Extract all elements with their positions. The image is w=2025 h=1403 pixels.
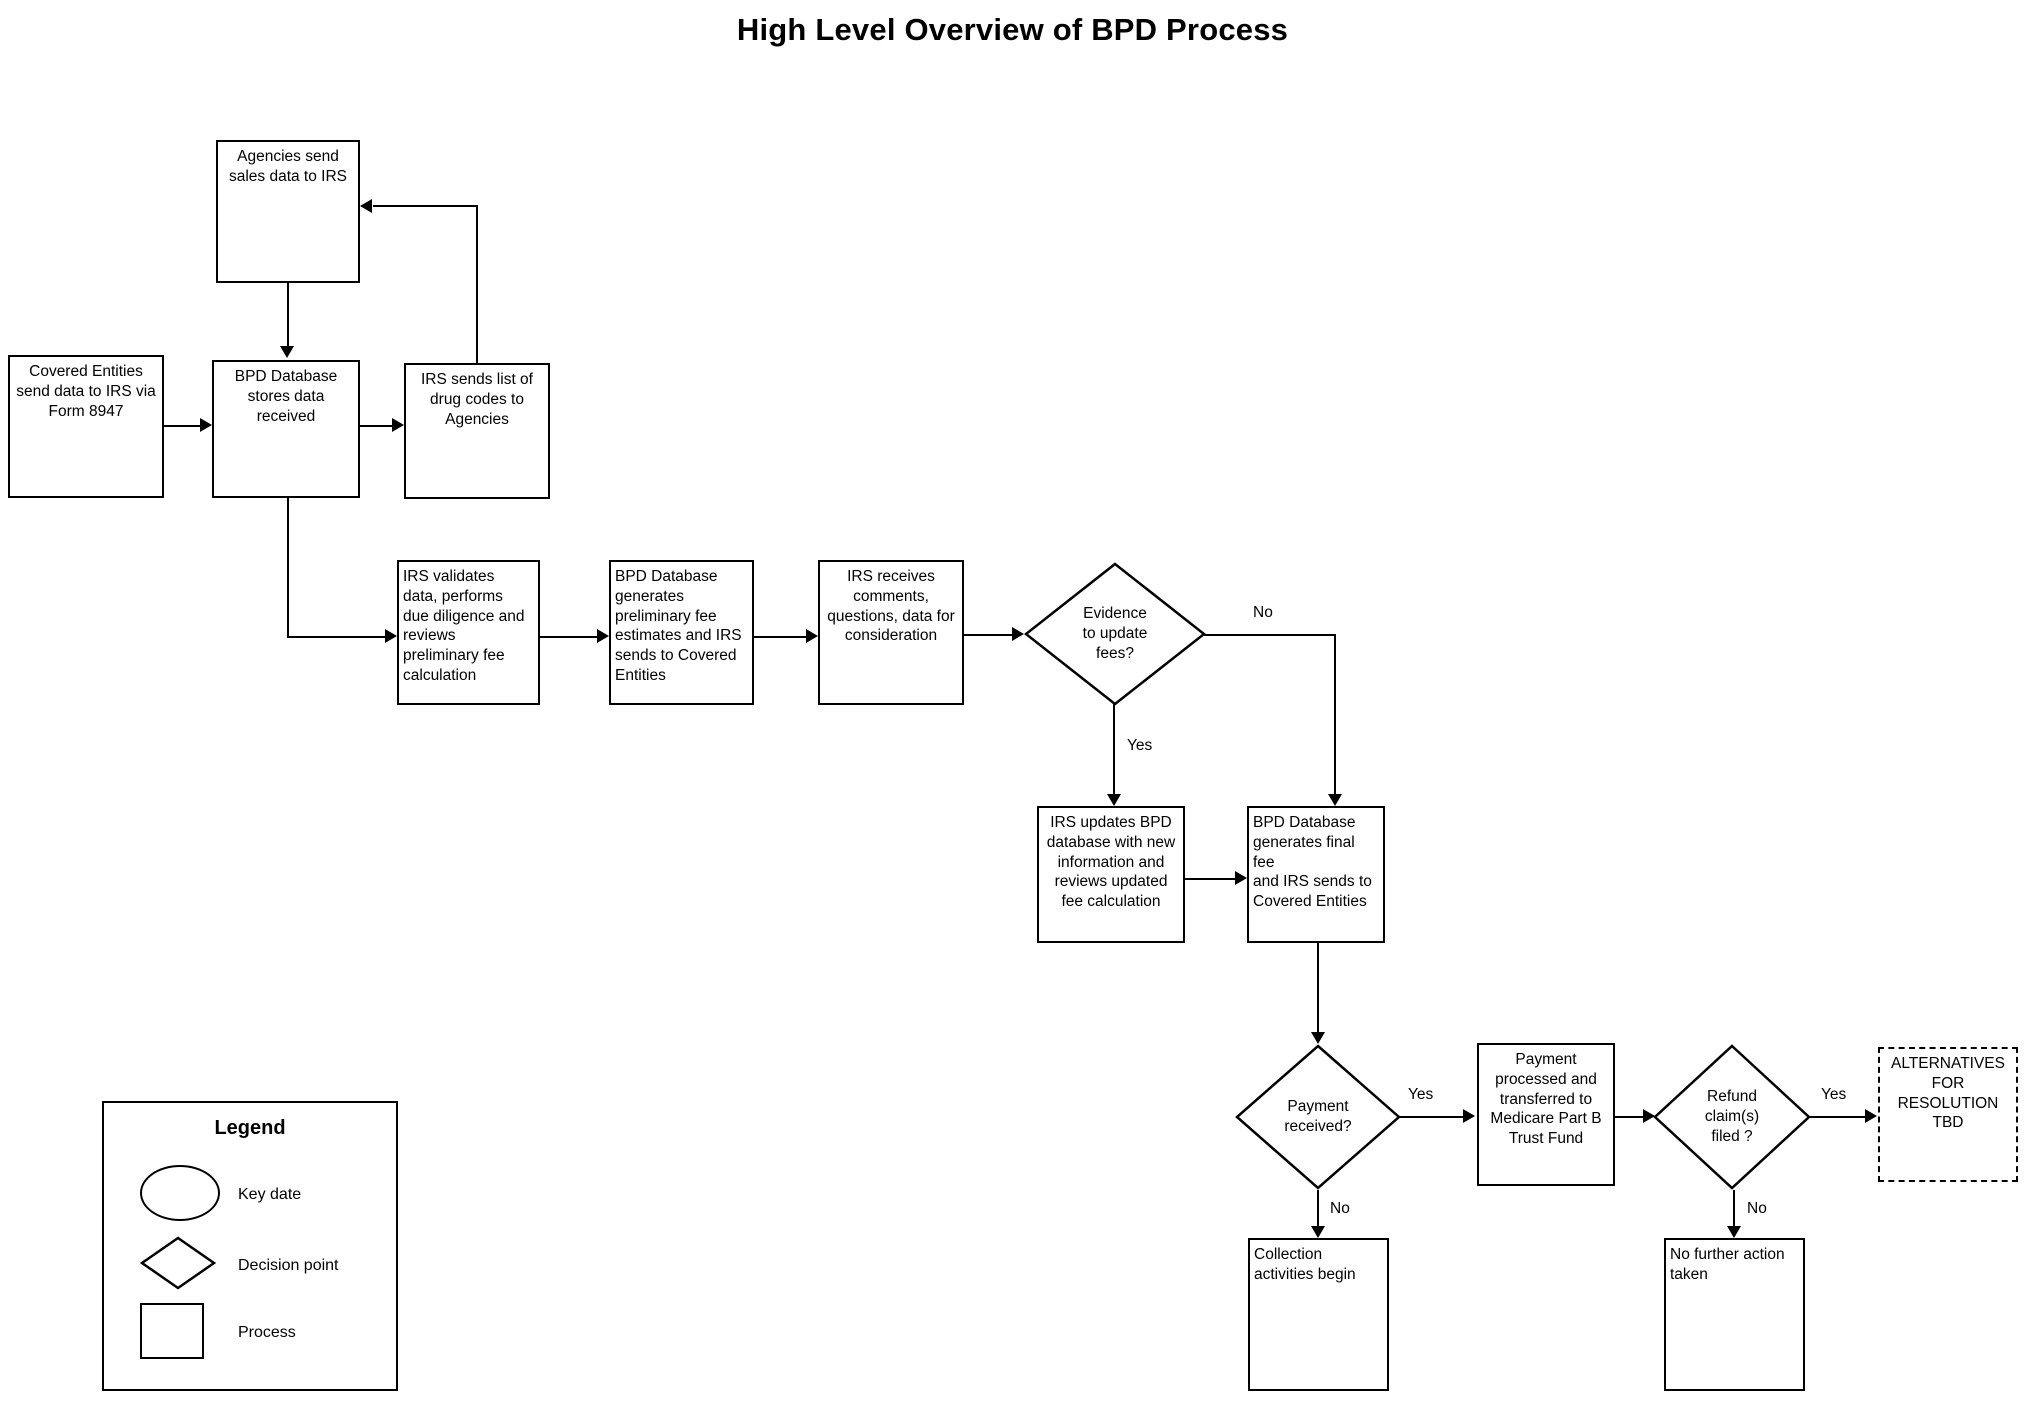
edge-validates-to-prelim-line [540, 636, 597, 638]
edge-refund-yes-arrowhead [1865, 1109, 1877, 1123]
legend-item-process-label: Process [238, 1324, 296, 1341]
decision-payment-received-label: Payment received? [1284, 1097, 1352, 1135]
legend-item-decision-point: Decision point [128, 1236, 458, 1296]
edge-bpdstores-to-validates-horizontal [287, 636, 385, 638]
node-payment-processed-label: Payment processed and transferred to Med… [1490, 1051, 1602, 1148]
node-no-further-action[interactable]: No further action taken [1664, 1238, 1805, 1391]
edge-bpdstores-to-validates-arrowhead [385, 629, 397, 643]
legend-item-decision-point-label: Decision point [238, 1257, 339, 1274]
node-alternatives-tbd[interactable]: ALTERNATIVES FOR RESOLUTION TBD [1878, 1047, 2018, 1182]
edge-bpdstores-to-drugcodes-arrowhead [392, 418, 404, 432]
edge-label-payment-no: No [1330, 1200, 1350, 1217]
decision-payment-received[interactable]: Payment received? [1235, 1044, 1401, 1190]
edge-agencies-to-bpdstores-line [287, 283, 289, 346]
edge-payment-yes-arrowhead [1463, 1109, 1475, 1123]
legend: Legend Key date Decision point Process [102, 1101, 398, 1391]
edge-label-evidence-yes: Yes [1127, 737, 1153, 754]
edge-coveredentities-to-bpdstores-line [164, 425, 200, 427]
legend-title: Legend [214, 1117, 286, 1139]
edge-refund-no-vertical [1733, 1190, 1735, 1226]
node-bpd-stores-data[interactable]: BPD Database stores data received [212, 360, 360, 498]
diamond-icon [139, 1236, 217, 1295]
node-no-further-action-label: No further action taken [1670, 1246, 1785, 1283]
node-alternatives-tbd-label: ALTERNATIVES FOR RESOLUTION TBD [1891, 1055, 2005, 1132]
legend-item-key-date: Key date [128, 1165, 458, 1225]
edge-agencies-to-bpdstores-arrowhead [280, 346, 294, 358]
edge-label-evidence-no: No [1253, 604, 1273, 621]
edge-evidence-no-vertical [1334, 634, 1336, 794]
edge-prelim-to-receives-arrowhead [806, 629, 818, 643]
edge-final-to-payment-arrowhead [1311, 1032, 1325, 1044]
node-irs-drug-codes-label: IRS sends list of drug codes to Agencies [421, 371, 533, 428]
node-irs-updates-database[interactable]: IRS updates BPD database with new inform… [1037, 806, 1185, 943]
edge-bpdstores-to-validates-vertical [287, 498, 289, 637]
node-irs-receives-comments[interactable]: IRS receives comments, questions, data f… [818, 560, 964, 705]
node-irs-validates[interactable]: IRS validates data, performs due diligen… [397, 560, 540, 705]
node-agencies-send[interactable]: Agencies send sales data to IRS [216, 140, 360, 283]
edge-payment-yes-line [1399, 1116, 1463, 1118]
edge-evidence-yes-vertical [1113, 704, 1115, 794]
edge-prelim-to-receives-line [754, 636, 806, 638]
edge-drugcodes-to-agencies-horizontal [373, 205, 478, 207]
node-irs-receives-comments-label: IRS receives comments, questions, data f… [827, 568, 955, 645]
node-covered-entities-label: Covered Entities send data to IRS via Fo… [16, 363, 156, 420]
edge-evidence-no-horizontal [1204, 634, 1335, 636]
edge-label-refund-no: No [1747, 1200, 1767, 1217]
edge-refund-yes-line [1810, 1116, 1865, 1118]
edge-final-to-payment-vertical [1317, 943, 1319, 1032]
edge-payment-no-vertical [1317, 1190, 1319, 1226]
node-collection-activities[interactable]: Collection activities begin [1248, 1238, 1389, 1391]
edge-evidence-no-arrowhead [1328, 794, 1342, 806]
decision-refund-claims-filed[interactable]: Refund claim(s) filed ? [1653, 1044, 1811, 1190]
edge-processed-to-refund-line [1615, 1116, 1643, 1118]
edge-label-refund-yes: Yes [1821, 1086, 1847, 1103]
edge-drugcodes-to-agencies-arrowhead [360, 199, 372, 213]
edge-evidence-yes-arrowhead [1107, 794, 1121, 806]
edge-payment-no-arrowhead [1311, 1226, 1325, 1238]
edge-coveredentities-to-bpdstores-arrowhead [200, 418, 212, 432]
decision-evidence-update-fees[interactable]: Evidence to update fees? [1024, 562, 1206, 706]
decision-refund-claims-filed-label: Refund claim(s) filed ? [1704, 1087, 1760, 1146]
node-collection-activities-label: Collection activities begin [1254, 1246, 1356, 1283]
edge-label-payment-yes: Yes [1408, 1086, 1434, 1103]
edge-receives-to-evidence-line [964, 634, 1012, 636]
node-irs-validates-label: IRS validates data, performs due diligen… [403, 568, 525, 685]
edge-updates-to-final-line [1185, 878, 1235, 880]
node-bpd-stores-data-label: BPD Database stores data received [234, 368, 338, 425]
node-irs-updates-database-label: IRS updates BPD database with new inform… [1046, 814, 1176, 911]
edge-bpdstores-to-drugcodes-line [360, 425, 392, 427]
node-payment-processed[interactable]: Payment processed and transferred to Med… [1477, 1043, 1615, 1186]
edge-drugcodes-to-agencies-vertical [476, 205, 478, 365]
edge-updates-to-final-arrowhead [1235, 871, 1247, 885]
node-bpd-final-fee-label: BPD Database generates final fee and IRS… [1253, 814, 1372, 911]
node-bpd-final-fee[interactable]: BPD Database generates final fee and IRS… [1247, 806, 1385, 943]
page-title: High Level Overview of BPD Process [736, 12, 1289, 47]
ellipse-icon [140, 1165, 220, 1221]
legend-item-key-date-label: Key date [238, 1186, 302, 1203]
edge-validates-to-prelim-arrowhead [597, 629, 609, 643]
node-agencies-send-label: Agencies send sales data to IRS [228, 148, 348, 185]
rectangle-icon [140, 1303, 204, 1359]
node-bpd-preliminary-fee[interactable]: BPD Database generates preliminary fee e… [609, 560, 754, 705]
edge-refund-no-arrowhead [1727, 1226, 1741, 1238]
node-bpd-preliminary-fee-label: BPD Database generates preliminary fee e… [615, 568, 742, 685]
edge-receives-to-evidence-arrowhead [1012, 627, 1024, 641]
node-irs-drug-codes[interactable]: IRS sends list of drug codes to Agencies [404, 363, 550, 499]
edge-processed-to-refund-arrowhead [1643, 1109, 1655, 1123]
legend-item-process: Process [128, 1303, 458, 1363]
node-covered-entities[interactable]: Covered Entities send data to IRS via Fo… [8, 355, 164, 498]
decision-evidence-update-fees-label: Evidence to update fees? [1082, 604, 1148, 663]
